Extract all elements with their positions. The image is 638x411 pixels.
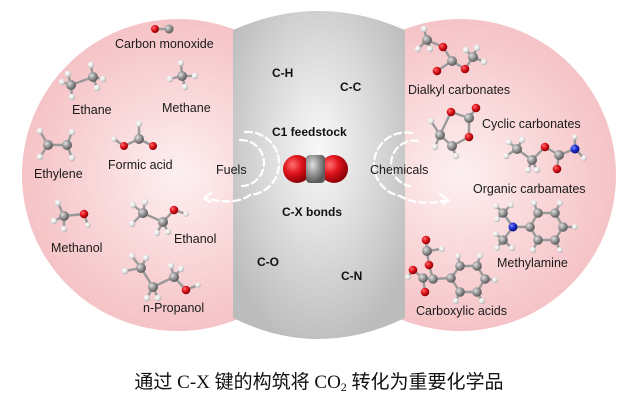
fuels-arrow-icon [200, 130, 281, 205]
molecule-label: Dialkyl carbonates [408, 83, 510, 97]
fuels-label: Fuels [216, 163, 247, 177]
molecule-label: Formic acid [108, 158, 173, 172]
molecule-label: Ethanol [174, 232, 216, 246]
methylamine-icon [493, 200, 578, 253]
chemicals-label: Chemicals [370, 163, 428, 177]
feedstock-title: C1 feedstock [272, 125, 347, 139]
carboxylic-acid-icon [405, 235, 498, 304]
methane-icon [166, 59, 199, 91]
bonds-subtitle: C-X bonds [282, 205, 342, 219]
molecule-label: Organic carbamates [473, 182, 586, 196]
molecule-label: Methanol [51, 241, 102, 255]
methanol-icon [50, 199, 91, 233]
bond-label: C-H [272, 66, 293, 80]
co2-molecule-icon [283, 155, 348, 183]
molecule-label: Methane [162, 101, 211, 115]
dialkyl-carbonate-icon [414, 25, 488, 76]
formic-acid-icon [111, 120, 157, 150]
molecule-label: Carboxylic acids [416, 304, 507, 318]
ethylene-icon [36, 127, 76, 162]
molecule-label: Cyclic carbonates [482, 117, 581, 131]
molecule-label: Ethane [72, 103, 112, 117]
caption-subscript: 2 [340, 380, 347, 394]
cyclic-carbonate-icon [427, 103, 481, 160]
carbon-monoxide-icon [151, 24, 174, 34]
bond-label: C-C [340, 80, 362, 94]
caption-text-before: 通过 C-X 键的构筑将 CO [134, 372, 341, 393]
right-molecule-atoms [405, 25, 587, 304]
organic-carbamate-icon [502, 134, 587, 174]
bond-label: C-N [341, 269, 362, 283]
ethanol-icon [128, 198, 189, 237]
figure-caption: 通过 C-X 键的构筑将 CO2 转化为重要化学品 [0, 367, 638, 395]
molecule-label: n-Propanol [143, 301, 204, 315]
chemicals-arrow-icon [372, 131, 451, 208]
ethane-icon [58, 61, 107, 101]
molecule-label: Carbon monoxide [115, 37, 214, 51]
left-molecule-atoms [36, 24, 201, 302]
molecule-label: Ethylene [34, 167, 83, 181]
bond-label: C-O [257, 255, 279, 269]
molecule-label: Methylamine [497, 256, 568, 270]
n-propanol-icon [121, 252, 201, 302]
caption-text-after: 转化为重要化学品 [346, 372, 504, 393]
